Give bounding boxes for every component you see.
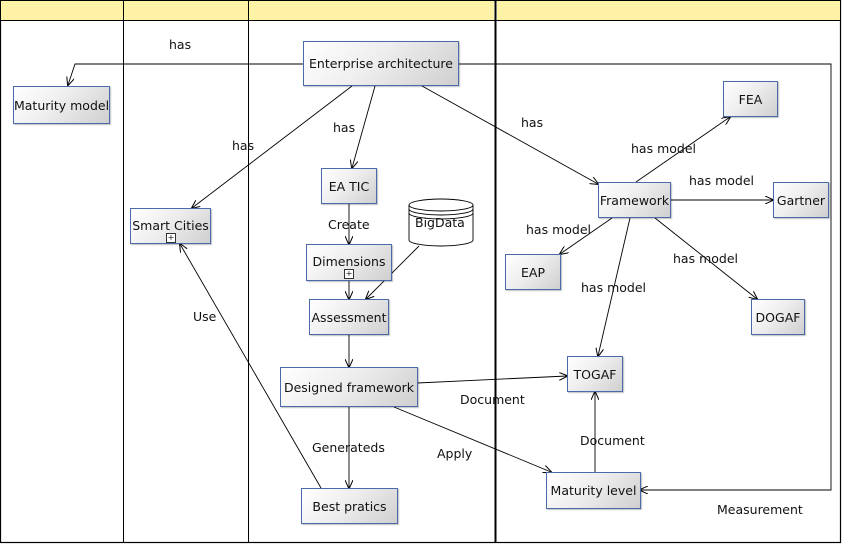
edge-label-document: Document (460, 392, 525, 407)
node-smart-cities[interactable]: Smart Cities + (130, 208, 211, 244)
edge-label-has-model: has model (689, 173, 754, 188)
lane-header-1 (1, 1, 123, 20)
node-label: Designed framework (283, 379, 415, 395)
edge-designed-maturity-level (393, 406, 551, 472)
node-label: Gartner (776, 192, 826, 208)
node-maturity-model[interactable]: Maturity model (13, 86, 110, 124)
node-label: TOGAF (573, 366, 617, 382)
bigdata-label: BigData (415, 215, 465, 230)
edge-label-has-model: has model (631, 141, 696, 156)
lane-header-2 (124, 1, 248, 20)
edge-ea-maturity-model (68, 63, 305, 85)
node-label: EA TIC (328, 178, 370, 194)
node-label: Assessment (311, 309, 387, 325)
edge-label-has-model: has model (526, 222, 591, 237)
edge-framework-eap (560, 217, 613, 254)
edge-label-use: Use (193, 309, 217, 324)
edge-framework-togaf (598, 217, 631, 356)
edge-label-measurement: Measurement (717, 502, 803, 517)
edge-framework-fea (635, 117, 730, 183)
node-label: Maturity level (550, 483, 637, 498)
node-label: Maturity model (13, 97, 110, 113)
node-label: FEA (738, 91, 763, 107)
edge-label-has-model: has model (673, 251, 738, 266)
node-gartner[interactable]: Gartner (773, 182, 829, 218)
edge-label-has: has (333, 120, 356, 135)
node-dogaf[interactable]: DOGAF (751, 299, 805, 335)
node-togaf[interactable]: TOGAF (567, 356, 623, 392)
edge-label-has: has (521, 115, 544, 130)
edge-ea-maturity-level (459, 63, 832, 490)
node-label: Best pratics (312, 498, 387, 514)
node-dimensions[interactable]: Dimensions + (306, 244, 392, 281)
edge-framework-dogaf (654, 217, 757, 299)
edges (68, 63, 832, 490)
node-label: DOGAF (755, 309, 801, 325)
expand-icon[interactable]: + (166, 233, 176, 243)
edge-label-has-model: has model (581, 280, 646, 295)
edge-label-apply: Apply (437, 446, 473, 461)
edge-ea-smart-cities (192, 85, 353, 208)
node-eap[interactable]: EAP (505, 254, 561, 290)
node-label: Dimensions (312, 254, 386, 269)
edge-label-has: has (169, 37, 192, 52)
node-assessment[interactable]: Assessment (309, 299, 389, 335)
node-best-pratics[interactable]: Best pratics (301, 488, 398, 524)
edge-designed-togaf (416, 376, 567, 384)
node-maturity-level[interactable]: Maturity level (546, 472, 641, 509)
edge-ea-ea-tic (352, 85, 376, 168)
edge-ea-framework (421, 85, 598, 184)
bigdata-datastore[interactable] (408, 198, 474, 247)
node-label: Framework (599, 192, 670, 208)
node-label: Enterprise architecture (309, 56, 453, 71)
edge-label-generateds: Generateds (312, 440, 385, 455)
expand-icon[interactable]: + (344, 269, 354, 279)
node-enterprise-architecture[interactable]: Enterprise architecture (303, 41, 459, 86)
node-label: Smart Cities (132, 217, 209, 233)
edge-label-has: has (232, 138, 255, 153)
node-fea[interactable]: FEA (723, 81, 778, 117)
lane-header-3 (249, 1, 494, 20)
node-label: EAP (521, 264, 545, 280)
edge-label-document: Document (580, 433, 645, 448)
edge-bigdata-assessment (366, 245, 420, 299)
lane-header-4 (497, 1, 840, 20)
node-designed-framework[interactable]: Designed framework (280, 367, 418, 407)
edge-label-create: Create (328, 217, 370, 232)
node-ea-tic[interactable]: EA TIC (321, 168, 377, 204)
edge-best-pratics-smart-cities (180, 244, 322, 489)
node-framework[interactable]: Framework (598, 182, 671, 218)
